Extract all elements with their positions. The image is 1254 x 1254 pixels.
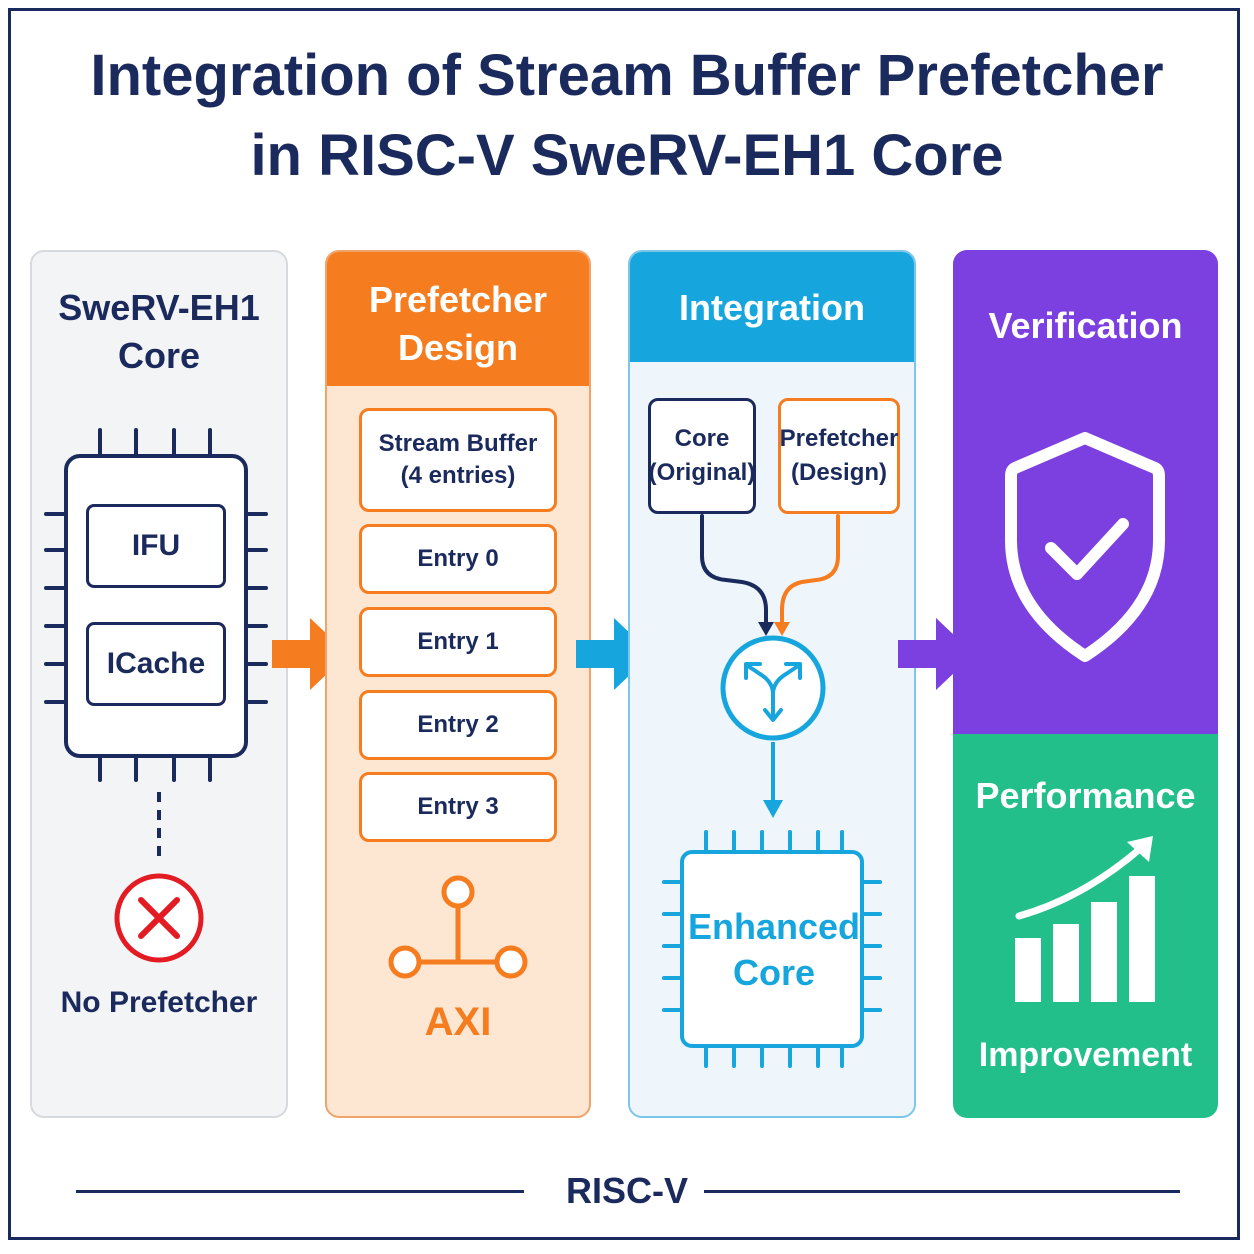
core-original-box: Core (Original) (648, 398, 756, 514)
core-heading-line-2: Core (117, 335, 201, 376)
prefetcher-box-line-1: Prefetcher (779, 425, 899, 452)
core-heading-line-1: SweRV-EH1 (58, 287, 260, 328)
improvement-label: Improvement (978, 1036, 1193, 1074)
prefetcher-heading-line-1: Prefetcher (368, 279, 548, 320)
title-line-1: Integration of Stream Buffer Prefetcher (90, 43, 1164, 108)
stream-buffer-line-2: (4 entries) (400, 462, 516, 489)
enhanced-core-chip-icon (662, 830, 882, 1068)
prefetcher-heading-line-2: Design (397, 327, 519, 368)
core-box-line-1: Core (674, 425, 730, 452)
no-prefetcher-icon (114, 792, 204, 963)
stream-buffer-line-1: Stream Buffer (378, 430, 538, 457)
shield-check-icon (1005, 432, 1165, 662)
buffer-entry: Entry 3 (359, 772, 557, 842)
prefetcher-design-box: Prefetcher (Design) (778, 398, 900, 514)
page-title: Integration of Stream Buffer Prefetcher … (0, 36, 1254, 196)
no-prefetcher-label: No Prefetcher (60, 986, 258, 1019)
enhanced-line-1: Enhanced (687, 906, 861, 947)
ifu-block: IFU (86, 504, 226, 588)
merge-flow-icon (700, 514, 840, 818)
performance-section (953, 734, 1218, 1118)
cpu-chip-icon (44, 428, 268, 782)
buffer-entry: Entry 1 (359, 607, 557, 677)
integration-panel: Integration Core (Original) Prefetcher (… (628, 250, 916, 1118)
prefetcher-box-line-2: (Design) (791, 459, 887, 486)
enhanced-core-label: Enhanced Core (682, 904, 866, 996)
footer-label: RISC-V (565, 1170, 688, 1211)
prefetcher-panel-heading: Prefetcher Design (327, 252, 589, 386)
buffer-entry: Entry 2 (359, 690, 557, 760)
core-panel: SweRV-EH1 Core IFU ICache No Prefetcher (30, 250, 288, 1118)
verification-heading: Verification (988, 305, 1183, 346)
verification-panel: Verification Performance Improvement (953, 250, 1218, 1118)
buffer-entry: Entry 0 (359, 524, 557, 594)
enhanced-line-2: Core (732, 952, 816, 993)
title-line-2: in RISC-V SweRV-EH1 Core (250, 123, 1004, 188)
integration-panel-heading: Integration (630, 252, 914, 362)
prefetcher-panel: Prefetcher Design Stream Buffer (4 entri… (325, 250, 591, 1118)
axi-bus-icon (388, 875, 528, 979)
footer-divider-right (704, 1190, 1180, 1193)
performance-heading: Performance (975, 775, 1196, 816)
footer-divider-left (76, 1190, 524, 1193)
bar-growth-icon (1015, 836, 1155, 1002)
core-box-line-2: (Original) (648, 459, 756, 486)
axi-label: AXI (424, 1000, 492, 1044)
stream-buffer-block: Stream Buffer (4 entries) (359, 408, 557, 512)
icache-block: ICache (86, 622, 226, 706)
core-panel-heading: SweRV-EH1 Core (32, 284, 286, 380)
